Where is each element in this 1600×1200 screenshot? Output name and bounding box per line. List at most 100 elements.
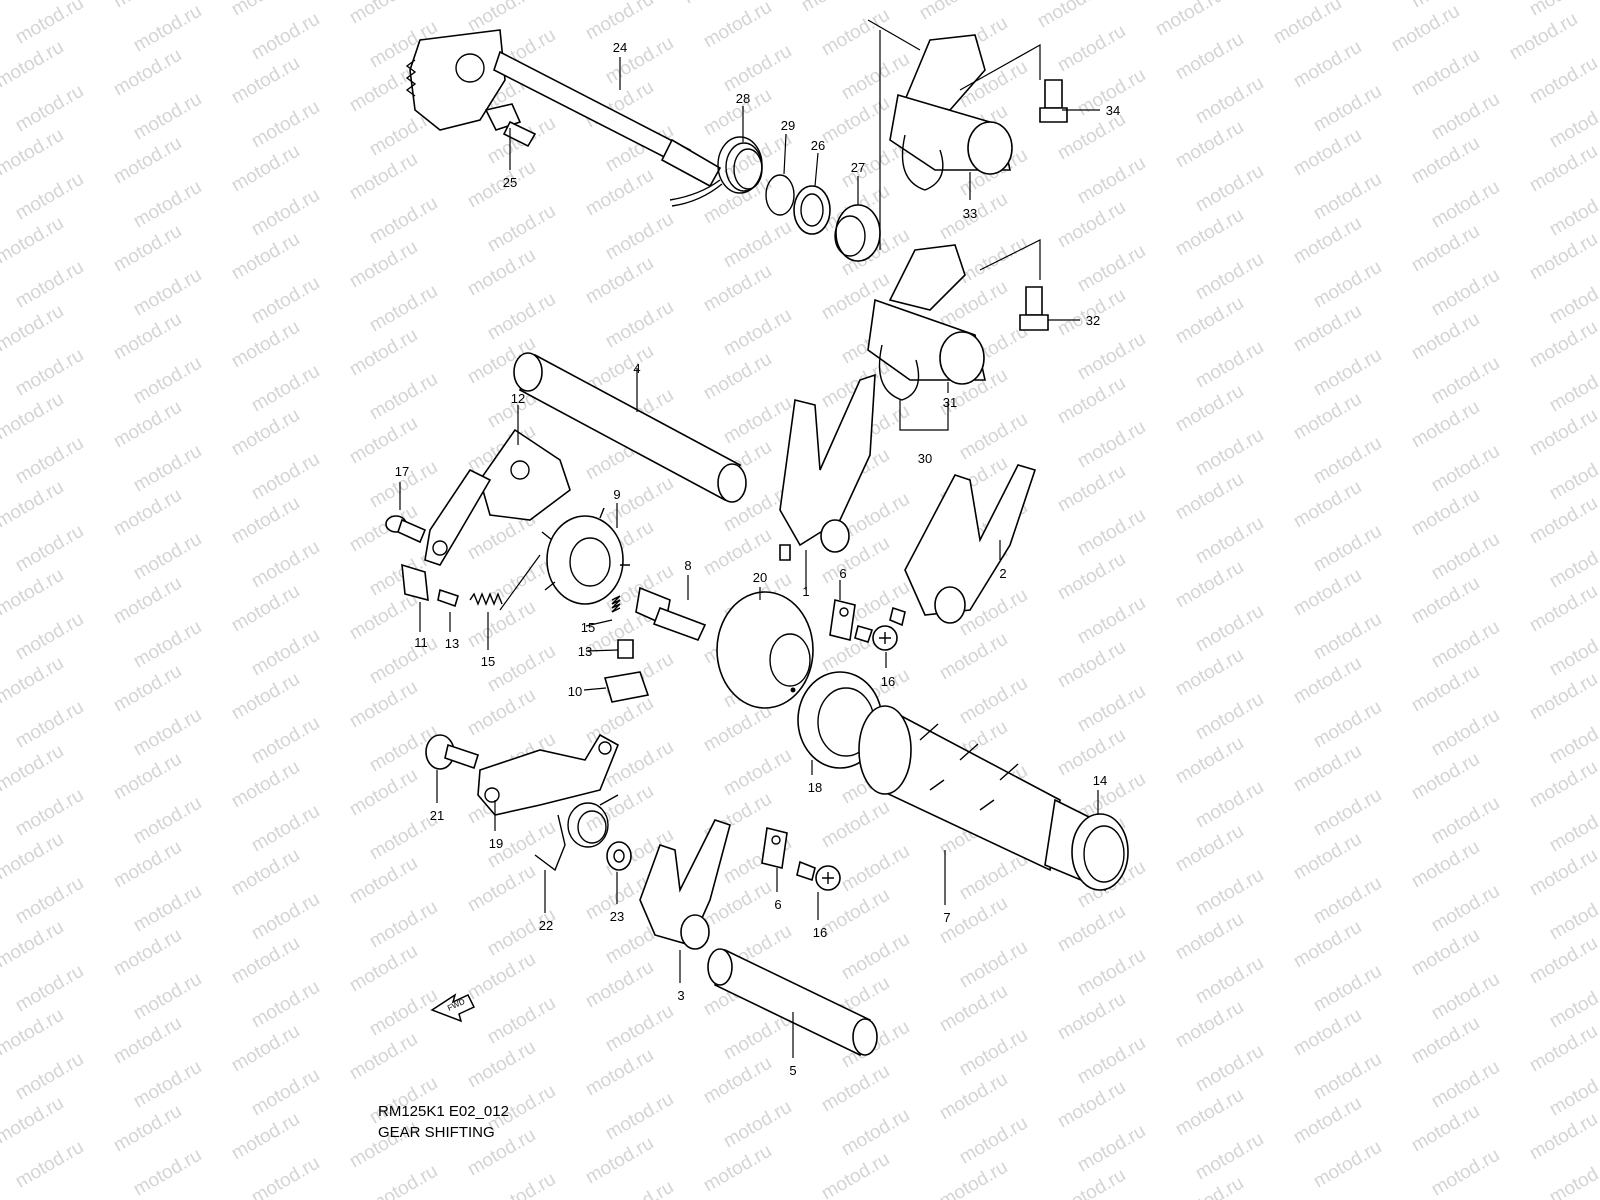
- watermark-text: motod.ru: [228, 0, 303, 20]
- watermark-text: motod.ru: [1152, 0, 1227, 40]
- part-label: 10: [568, 684, 582, 699]
- watermark-text: motod.ru: [228, 141, 303, 197]
- watermark-text: motod.ru: [0, 653, 67, 709]
- watermark-text: motod.ru: [1526, 141, 1600, 197]
- part-22-spring: [534, 814, 566, 872]
- part-label: 13: [445, 636, 459, 651]
- watermark-text: motod.ru: [1290, 477, 1365, 533]
- watermark-text: motod.ru: [1034, 0, 1109, 32]
- part-26-washer: [793, 185, 831, 235]
- watermark-text: motod.ru: [700, 701, 775, 757]
- watermark-text: motod.ru: [1290, 653, 1365, 709]
- watermark-text: motod.ru: [1526, 53, 1600, 109]
- watermark-text: motod.ru: [582, 1045, 657, 1101]
- part-label: 26: [811, 138, 825, 153]
- part-label: 30: [918, 451, 932, 466]
- watermark-text: motod.ru: [1408, 573, 1483, 629]
- watermark-text: motod.ru: [12, 1137, 87, 1193]
- watermark-text: motod.ru: [1054, 725, 1129, 781]
- part-28-spring: [669, 136, 763, 207]
- watermark-text: motod.ru: [1506, 9, 1581, 65]
- watermark-text: motod.ru: [110, 309, 185, 365]
- part-label: 25: [503, 175, 517, 190]
- part-label: 3: [677, 988, 684, 1003]
- watermark-text: motod.ru: [1054, 549, 1129, 605]
- watermark-text: motod.ru: [1546, 1153, 1600, 1200]
- watermark-text: motod.ru: [1428, 1145, 1503, 1200]
- watermark-text: motod.ru: [0, 1005, 67, 1061]
- watermark-text: motod.ru: [1408, 749, 1483, 805]
- watermark-text: motod.ru: [1054, 901, 1129, 957]
- watermark-text: motod.ru: [228, 229, 303, 285]
- watermark-text: motod.ru: [0, 565, 67, 621]
- watermark-text: motod.ru: [346, 237, 421, 293]
- part-label: 12: [511, 391, 525, 406]
- watermark-text: motod.ru: [818, 5, 893, 61]
- watermark-text: motod.ru: [1054, 461, 1129, 517]
- watermark-text: motod.ru: [0, 37, 67, 93]
- watermark-text: motod.ru: [1172, 733, 1247, 789]
- watermark-text: motod.ru: [464, 1037, 539, 1093]
- watermark-text: motod.ru: [1172, 381, 1247, 437]
- watermark-text: motod.ru: [1290, 301, 1365, 357]
- watermark-text: motod.ru: [1172, 821, 1247, 877]
- watermark-text: motod.ru: [936, 629, 1011, 685]
- watermark-text: motod.ru: [110, 837, 185, 893]
- watermark-text: motod.ru: [346, 325, 421, 381]
- watermark-text: motod.ru: [818, 93, 893, 149]
- watermark-text: motod.ru: [1172, 909, 1247, 965]
- part-label: 16: [813, 925, 827, 940]
- watermark-text: motod.ru: [110, 485, 185, 541]
- watermark-text: motod.ru: [0, 301, 67, 357]
- watermark-text: motod.ru: [1408, 837, 1483, 893]
- part-label: 27: [851, 160, 865, 175]
- watermark-text: motod.ru: [484, 1169, 559, 1200]
- watermark-text: motod.ru: [228, 53, 303, 109]
- watermark-text: motod.ru: [1408, 485, 1483, 541]
- watermark-text: motod.ru: [1408, 45, 1483, 101]
- watermark-text: motod.ru: [1172, 1085, 1247, 1141]
- watermark-text: motod.ru: [1290, 125, 1365, 181]
- part-32-bolt: [1019, 286, 1049, 331]
- part-16-screw-b: [796, 860, 841, 891]
- watermark-text: motod.ru: [228, 493, 303, 549]
- watermark-text: motod.ru: [1526, 317, 1600, 373]
- part-label: 6: [839, 566, 846, 581]
- watermark-text: motod.ru: [1408, 661, 1483, 717]
- part-29-circlip: [765, 174, 795, 216]
- watermark-text: motod.ru: [464, 245, 539, 301]
- watermark-text: motod.ru: [700, 0, 775, 52]
- watermark-text: motod.ru: [582, 957, 657, 1013]
- watermark-text: motod.ru: [1290, 741, 1365, 797]
- watermark-text: motod.ru: [0, 917, 67, 973]
- part-25-bolt: [484, 103, 537, 148]
- watermark-text: motod.ru: [110, 133, 185, 189]
- watermark-text: motod.ru: [228, 845, 303, 901]
- part-label: 1: [802, 584, 809, 599]
- watermark-text: motod.ru: [346, 1029, 421, 1085]
- watermark-text: motod.ru: [1408, 397, 1483, 453]
- part-9-gear-shift-cam-driven-gear: [541, 507, 630, 605]
- watermark-text: motod.ru: [228, 933, 303, 989]
- watermark-text: motod.ru: [1526, 1109, 1600, 1165]
- watermark-text: motod.ru: [0, 125, 67, 181]
- part-label: 34: [1106, 103, 1120, 118]
- part-label: 7: [943, 910, 950, 925]
- part-8-cam-guide-bolt: [635, 586, 707, 642]
- part-13-pin-b: [617, 639, 634, 659]
- watermark-text: motod.ru: [1054, 637, 1129, 693]
- watermark-text: motod.ru: [1172, 205, 1247, 261]
- watermark-text: motod.ru: [0, 829, 67, 885]
- part-label: 19: [489, 836, 503, 851]
- watermark-text: motod.ru: [582, 165, 657, 221]
- watermark-text: motod.ru: [916, 0, 991, 24]
- watermark-text: motod.ru: [1526, 933, 1600, 989]
- part-31-shift-lever: [867, 244, 986, 401]
- part-label: 13: [578, 644, 592, 659]
- part-label: 18: [808, 780, 822, 795]
- model-code: RM125K1 E02_012: [378, 1103, 509, 1120]
- watermark-text: motod.ru: [228, 1109, 303, 1165]
- watermark-text: motod.ru: [1290, 37, 1365, 93]
- watermark-text: motod.ru: [464, 861, 539, 917]
